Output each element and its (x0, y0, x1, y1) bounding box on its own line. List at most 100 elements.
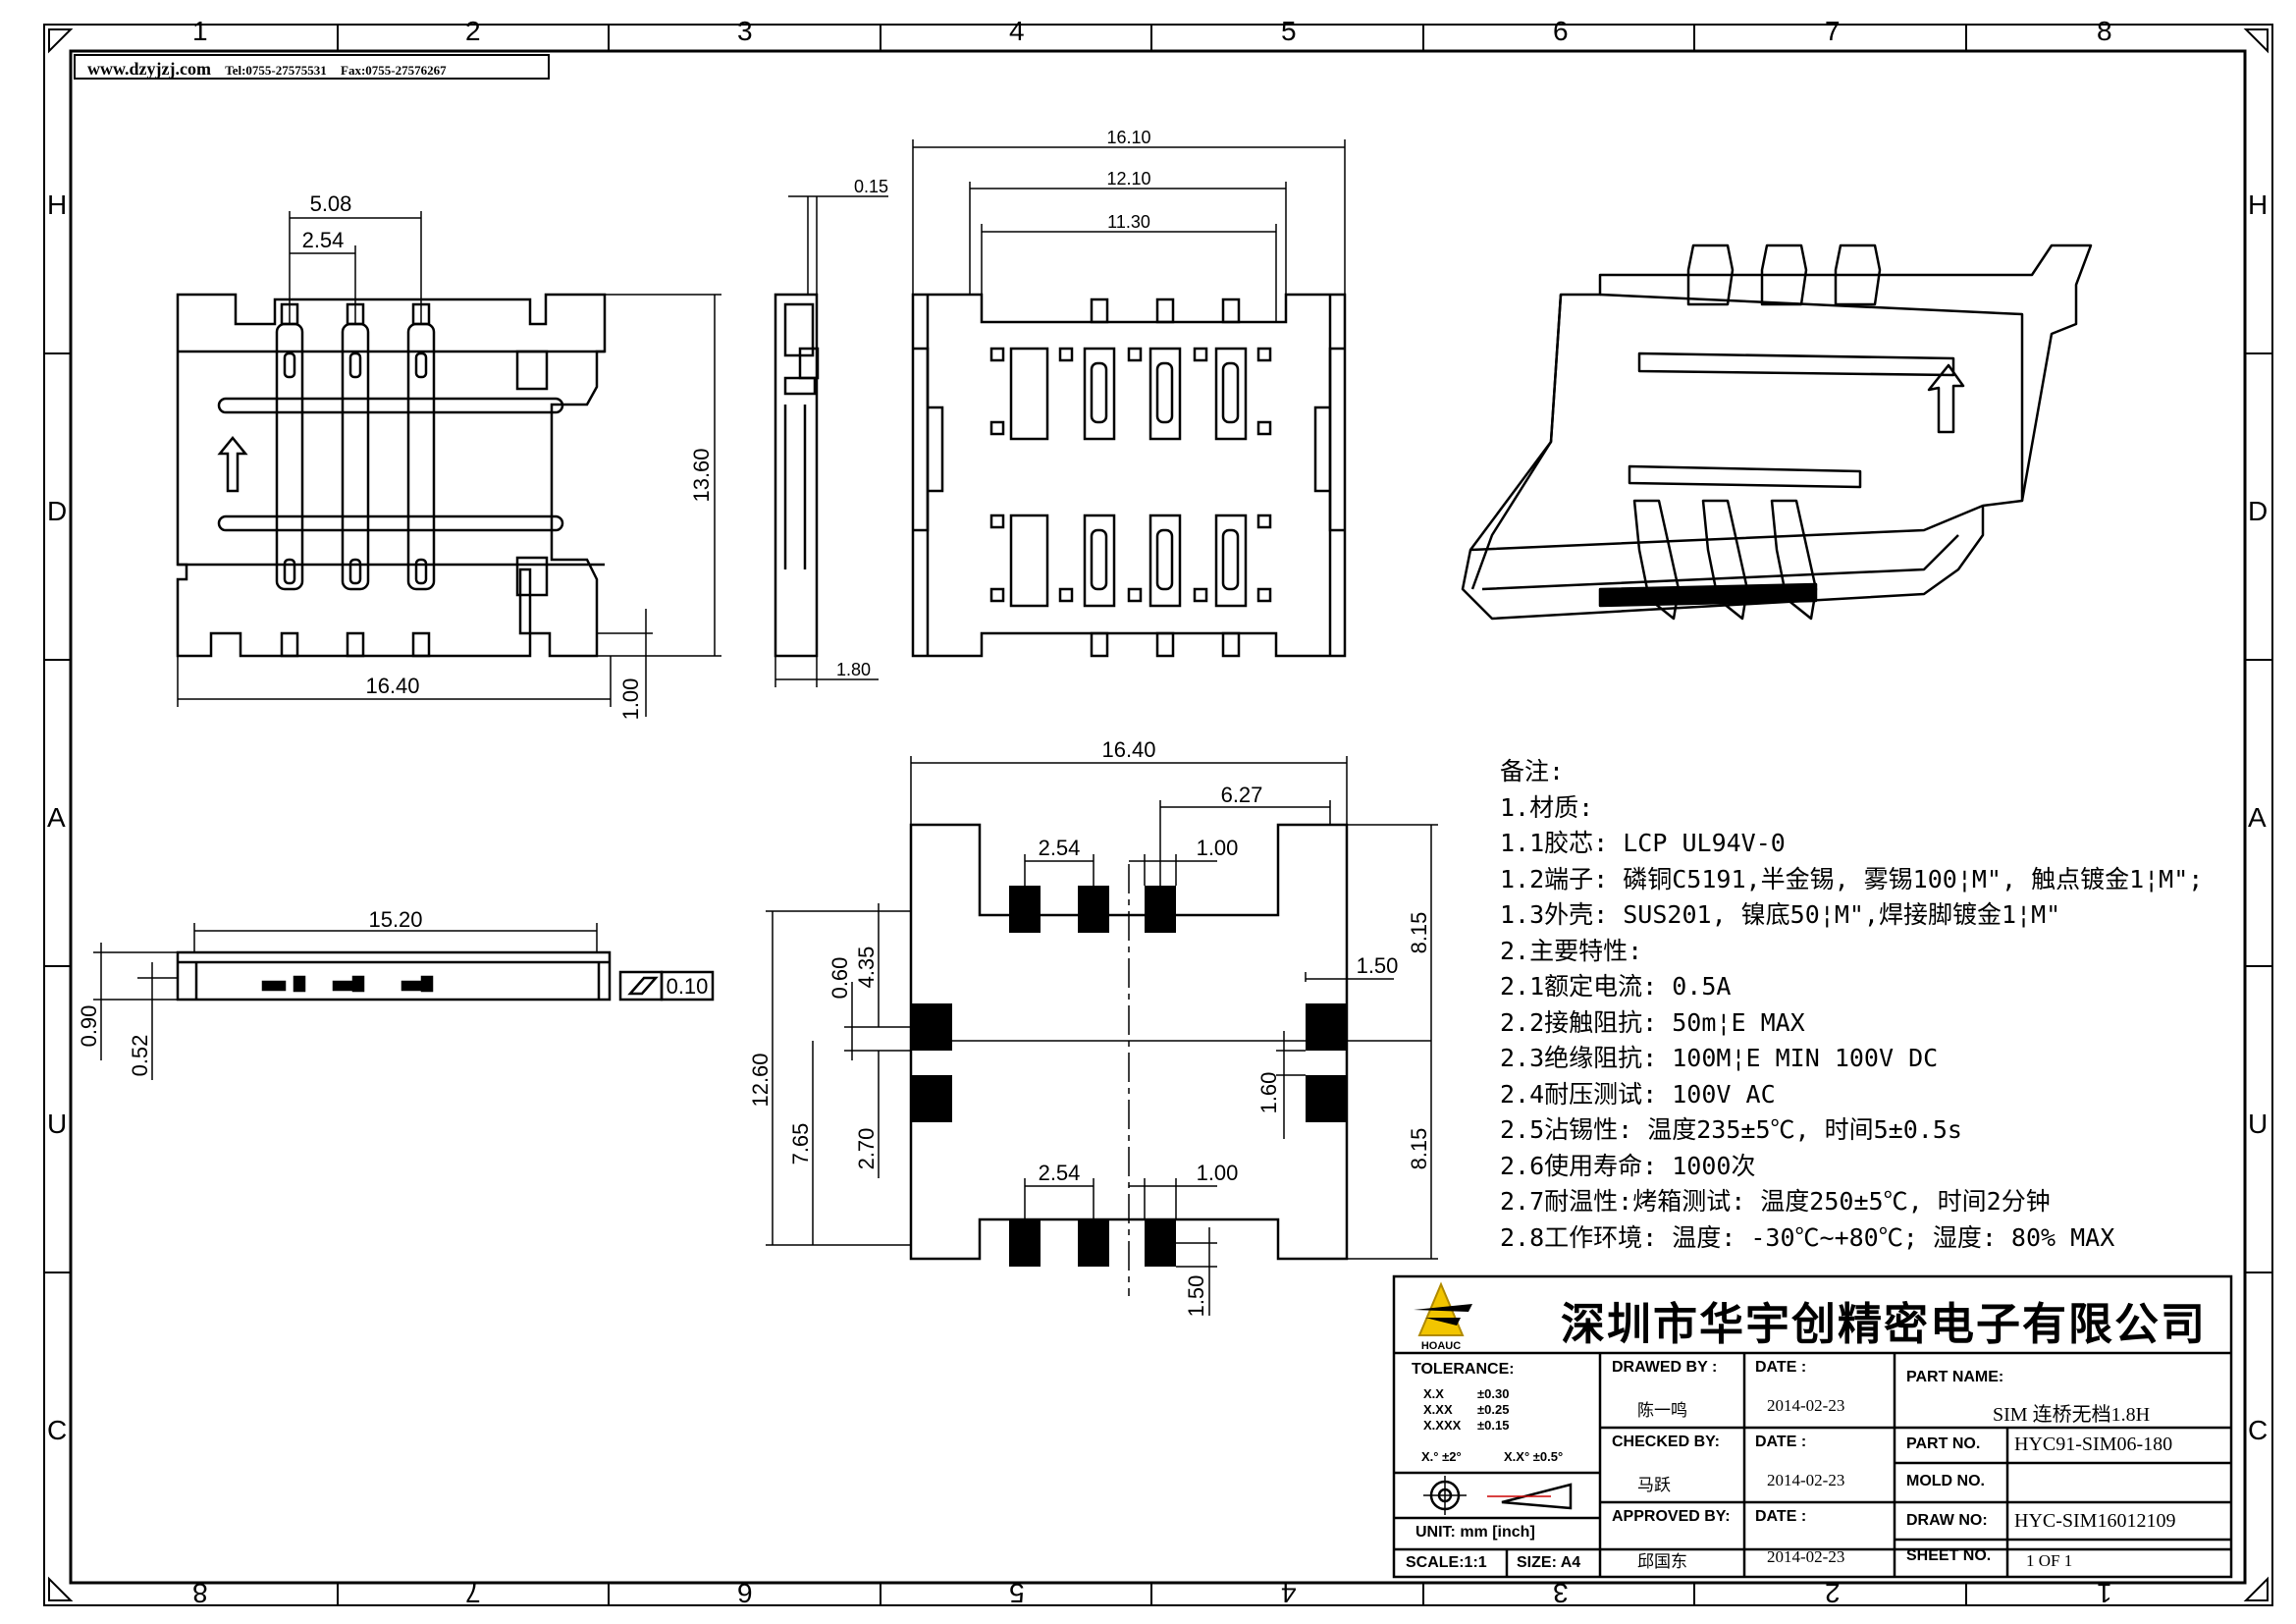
size-label: SIZE: A4 (1517, 1554, 1581, 1571)
contact-header: www.dzyjzj.com Tel:0755-27575531 Fax:075… (74, 54, 550, 80)
grid-col-label: 3 (1553, 1578, 1569, 1608)
dim-label: 1.80 (836, 660, 871, 679)
grid-col-label: 5 (1009, 1578, 1025, 1608)
scale-label: SCALE:1:1 (1406, 1554, 1487, 1571)
checked-by-value: 马跃 (1637, 1476, 1671, 1494)
grid-col-label: 8 (192, 1578, 208, 1608)
tolerance-value: ±0.25 (1477, 1402, 1510, 1417)
inner-border (69, 49, 2247, 1585)
dim-label: 5.08 (310, 191, 352, 216)
dim-label: 0.10 (667, 974, 709, 999)
dim-label: 2.54 (1039, 1161, 1081, 1185)
grid-col-label: 7 (465, 1578, 481, 1608)
dim-label: 6.27 (1221, 783, 1263, 807)
grid-row-label: U (47, 1109, 68, 1139)
isometric-view (1461, 244, 2093, 621)
date-label: DATE : (1755, 1359, 1807, 1376)
front-view-windows (989, 298, 1272, 658)
date-value: 2014-02-23 (1767, 1547, 1845, 1566)
grid-row-label: C (2248, 1415, 2269, 1445)
website-link[interactable]: www.dzyjzj.com (87, 59, 211, 79)
grid-row-label: H (47, 189, 68, 220)
tolerance-key: X.X (1423, 1386, 1444, 1401)
dim-label: 2.54 (1039, 836, 1081, 860)
dim-label: 1.00 (1197, 1161, 1239, 1185)
part-no-value: HYC91-SIM06-180 (2014, 1434, 2173, 1455)
note-line: 1.3外壳: SUS201, 镍底50¦M",焊接脚镀金1¦M" (1500, 900, 2061, 929)
pad-layout-view (766, 756, 1438, 1316)
part-name-value: SIM 连桥无档1.8H (1993, 1404, 2151, 1426)
note-line: 1.材质: (1500, 792, 1594, 822)
dim-label: 12.10 (1106, 169, 1150, 189)
note-line: 2.3绝缘阻抗: 100M¦E MIN 100V DC (1500, 1044, 1939, 1072)
approved-by-label: APPROVED BY: (1612, 1508, 1731, 1525)
grid-row-label: A (2248, 802, 2267, 833)
grid-col-label: 6 (737, 1578, 753, 1608)
dim-label: 2.70 (854, 1128, 879, 1170)
date-label: DATE : (1755, 1508, 1807, 1525)
front-view (911, 139, 1347, 658)
notes-block: 备注: 1.材质: 1.1胶芯: LCP UL94V-0 1.2端子: 磷铜C5… (1500, 754, 2203, 1256)
note-line: 2.6使用寿命: 1000次 (1500, 1151, 1756, 1180)
dim-label: 0.60 (828, 957, 852, 1000)
note-line: 2.7耐温性:烤箱测试: 温度250±5℃, 时间2分钟 (1500, 1187, 2051, 1216)
dim-label: 0.52 (128, 1035, 152, 1077)
corner-marks (48, 28, 2269, 1601)
date-value: 2014-02-23 (1767, 1396, 1845, 1415)
dim-label: 4.35 (854, 947, 879, 989)
top-view (176, 211, 721, 717)
tolerance-value: ±0.30 (1477, 1386, 1510, 1401)
grid-col-label: 8 (2097, 16, 2112, 46)
grid-col-label: 4 (1281, 1578, 1297, 1608)
checked-by-label: CHECKED BY: (1612, 1434, 1720, 1450)
part-name-label: PART NAME: (1906, 1369, 2004, 1385)
telephone: Tel:0755-27575531 (225, 63, 327, 78)
tolerance-key: X.XX (1423, 1402, 1453, 1417)
grid-row-label: C (47, 1415, 68, 1445)
grid-col-label: 2 (465, 16, 481, 46)
grid-row-label: H (2248, 189, 2269, 220)
grid-row-label: U (2248, 1109, 2269, 1139)
dim-label: 1.50 (1184, 1275, 1208, 1318)
dim-label: 8.15 (1407, 912, 1431, 954)
dim-label: 2.54 (302, 228, 345, 252)
drawed-by-label: DRAWED BY : (1612, 1359, 1718, 1376)
dim-label: 7.65 (788, 1123, 813, 1165)
note-line: 2.5沾锡性: 温度235±5℃, 时间5±0.5s (1500, 1115, 1962, 1144)
tolerance-label: TOLERANCE: (1412, 1361, 1515, 1378)
notes-heading: 备注: (1500, 757, 1565, 785)
dim-label: 8.15 (1407, 1128, 1431, 1170)
grid-row-label: A (47, 802, 66, 833)
profile-view (93, 923, 715, 1080)
mold-no-label: MOLD NO. (1906, 1473, 1985, 1489)
grid-col-label: 2 (1825, 1578, 1841, 1608)
fax: Fax:0755-27576267 (341, 63, 447, 78)
tolerance-key: X.XXX (1423, 1418, 1462, 1433)
grid-row-label: D (47, 496, 68, 526)
dim-label: 13.60 (689, 448, 714, 502)
note-line: 2.2接触阻抗: 50m¦E MAX (1500, 1007, 1805, 1037)
grid-col-label: 4 (1009, 16, 1025, 46)
drawed-by-value: 陈一鸣 (1637, 1401, 1687, 1420)
note-line: 2.1额定电流: 0.5A (1500, 972, 1732, 1001)
grid-col-label: 1 (192, 16, 208, 46)
approved-by-value: 邱国东 (1637, 1552, 1687, 1571)
dim-label: 0.15 (854, 177, 888, 196)
part-no-label: PART NO. (1906, 1435, 1981, 1452)
dim-label: 16.40 (1101, 737, 1155, 762)
grid-row-label: D (2248, 496, 2269, 526)
angle-tolerance: X.° ±2° (1421, 1449, 1462, 1464)
outer-border (43, 24, 2273, 1606)
company-name: 深圳市华宇创精密电子有限公司 (1561, 1298, 2208, 1350)
sheet-no-label: SHEET NO. (1906, 1547, 1992, 1564)
angle-tolerance: X.X° ±0.5° (1504, 1449, 1564, 1464)
note-line: 1.1胶芯: LCP UL94V-0 (1500, 829, 1786, 857)
note-line: 2.主要特性: (1500, 936, 1643, 965)
note-line: 2.8工作环境: 温度: -30℃~+80℃; 湿度: 80% MAX (1500, 1222, 2115, 1252)
dim-label: 1.50 (1357, 953, 1399, 978)
grid-col-label: 6 (1553, 16, 1569, 46)
date-value: 2014-02-23 (1767, 1471, 1845, 1489)
dim-label: 15.20 (368, 907, 422, 932)
grid-col-label: 1 (2097, 1578, 2112, 1608)
